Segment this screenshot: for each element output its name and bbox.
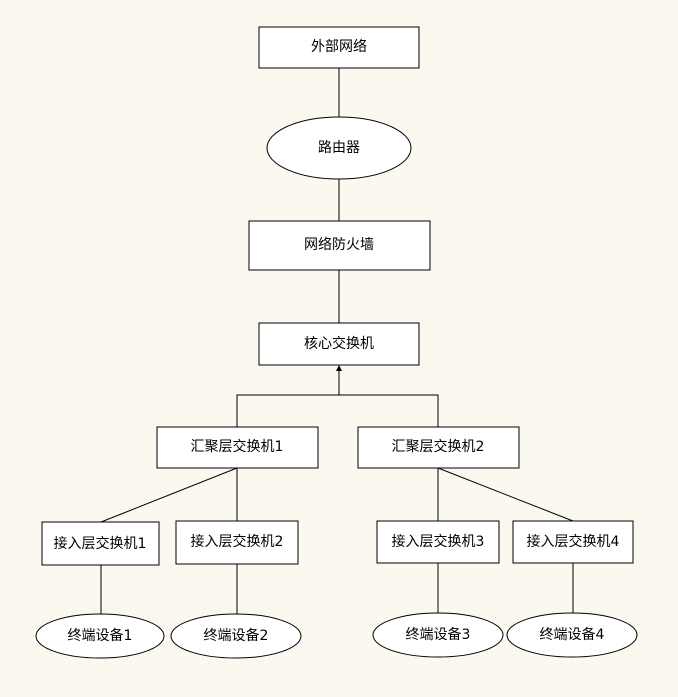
agg-switch-2-node: 汇聚层交换机2 [357,426,520,469]
terminal-4-label: 终端设备4 [540,626,605,643]
edge-agg-core [236,394,439,427]
terminal-1-label: 终端设备1 [68,627,133,644]
access-switch-4-label: 接入层交换机4 [527,533,620,550]
core-switch-node: 核心交换机 [258,322,420,366]
edge-agg1-access1 [100,467,238,523]
access-switch-4-node: 接入层交换机4 [512,520,634,564]
agg-switch-1-label: 汇聚层交换机1 [191,438,284,455]
firewall-node: 网络防火墙 [248,220,431,271]
edge-agg2-access4 [437,467,574,522]
external-network-label: 外部网络 [311,39,367,55]
terminal-3-label: 终端设备3 [406,626,471,643]
access-switch-1-node: 接入层交换机1 [41,521,160,566]
access-switch-3-label: 接入层交换机3 [392,533,485,550]
external-network-node: 外部网络 [258,26,420,69]
access-switch-3-node: 接入层交换机3 [376,520,500,564]
terminal-2-label: 终端设备2 [204,627,269,644]
agg-switch-1-node: 汇聚层交换机1 [156,426,319,469]
router-label: 路由器 [318,140,360,156]
core-switch-label: 核心交换机 [304,335,374,352]
agg-switch-2-label: 汇聚层交换机2 [392,438,485,455]
access-switch-2-node: 接入层交换机2 [175,520,299,565]
terminal-3-node: 终端设备3 [372,612,504,658]
connections [100,68,574,614]
firewall-label: 网络防火墙 [304,237,374,253]
terminal-4-node: 终端设备4 [506,612,638,658]
terminal-1-node: 终端设备1 [35,613,165,659]
access-switch-2-label: 接入层交换机2 [191,533,284,550]
terminal-2-node: 终端设备2 [170,613,302,659]
router-node: 路由器 [266,116,412,180]
access-switch-1-label: 接入层交换机1 [54,535,147,552]
